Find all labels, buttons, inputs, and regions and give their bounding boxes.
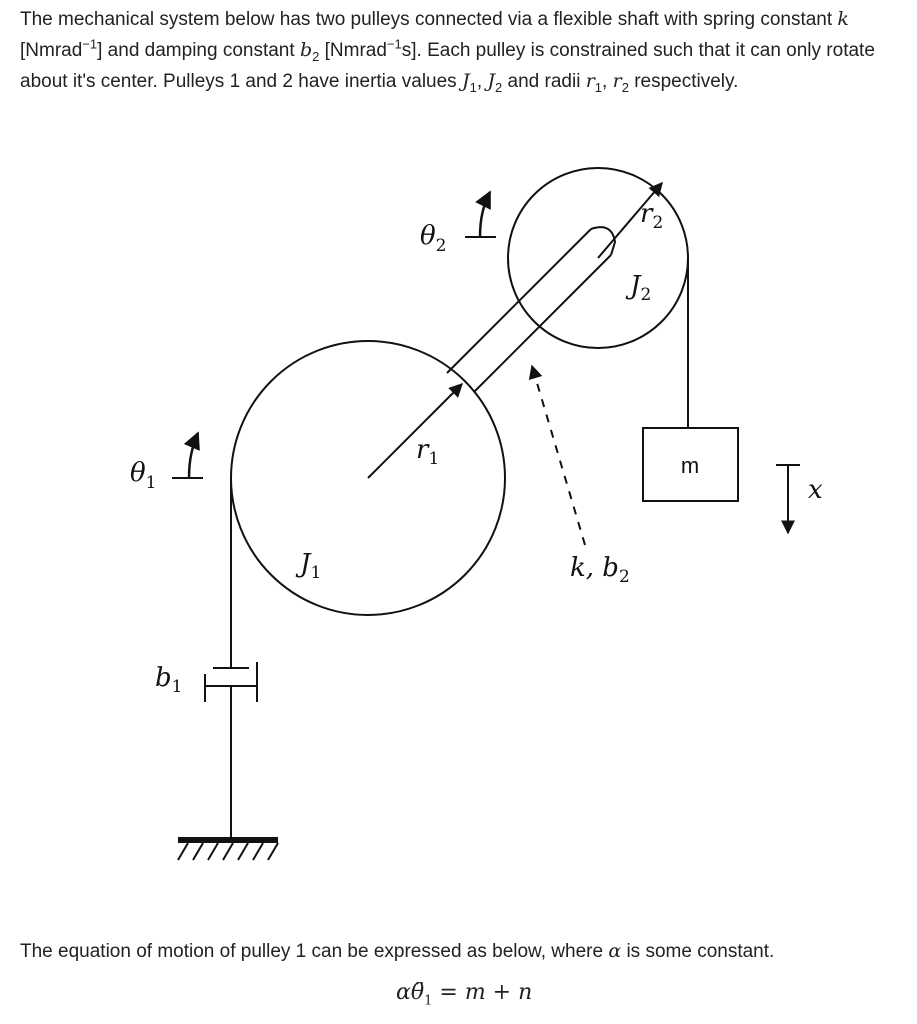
eq-equals: = xyxy=(432,980,465,1005)
inertia-2-label: J2 xyxy=(625,271,651,305)
radius-1-arrow xyxy=(367,383,463,479)
shaft-k-b2-label: k, b2 xyxy=(570,553,630,587)
footer-text-1: The equation of motion of pulley 1 can b… xyxy=(20,941,609,962)
theta-2-label: θ2 xyxy=(420,221,446,256)
intro-text-4: [Nmrad xyxy=(319,40,387,61)
radius-2-label: r2 xyxy=(640,199,663,233)
comma-1: , xyxy=(476,71,488,92)
intro-text-6: and radii xyxy=(502,71,586,92)
radius-2-arrow xyxy=(597,181,663,259)
damper-b1 xyxy=(204,662,258,840)
flexible-shaft xyxy=(446,226,617,393)
inertia-symbol-2: J xyxy=(487,70,496,92)
mass-block xyxy=(642,427,739,502)
eq-theta-subscript: 1 xyxy=(424,993,433,1009)
inertia-symbol-1: J xyxy=(461,70,470,92)
theta-1-label: θ1 xyxy=(130,458,156,493)
inertia-subscript-1: 1 xyxy=(469,79,477,95)
theta-2-rotation-arrow xyxy=(465,190,496,238)
intro-text-5: s]. Each pulley is constrained such that… xyxy=(20,40,875,92)
intro-text-3: ] and damping constant xyxy=(97,40,300,61)
radius-1-label: r1 xyxy=(416,435,439,469)
radius-symbol-1: r xyxy=(585,70,595,92)
radius-subscript-1: 1 xyxy=(594,79,603,95)
shaft-pointer-arrow xyxy=(528,364,586,546)
pulley-system-diagram: m x θ1 θ2 r1 r2 J1 J2 k xyxy=(130,167,823,861)
radius-symbol-2: r xyxy=(612,70,622,92)
footer-text-2: is some constant. xyxy=(621,941,775,962)
eq-theta-ddot: θ̈ xyxy=(410,980,425,1005)
problem-statement: The mechanical system below has two pull… xyxy=(20,4,900,97)
radius-subscript-2: 2 xyxy=(621,79,629,95)
inertia-subscript-2: 2 xyxy=(495,79,503,95)
equation-description: The equation of motion of pulley 1 can b… xyxy=(20,936,774,967)
eq-alpha: α xyxy=(396,980,411,1005)
theta-1-rotation-arrow xyxy=(172,431,203,479)
intro-text-1: The mechanical system below has two pull… xyxy=(20,9,838,30)
comma-2: , xyxy=(602,71,613,92)
damper-b1-label: b1 xyxy=(155,663,182,697)
x-label: x xyxy=(808,475,823,505)
eq-n: n xyxy=(518,980,533,1005)
inertia-1-label: J1 xyxy=(295,549,321,583)
exponent-1: −1 xyxy=(82,36,98,52)
eq-m: m xyxy=(464,980,486,1005)
damping-subscript: 2 xyxy=(312,48,320,64)
spring-constant-symbol: k xyxy=(837,8,849,30)
intro-text-7: respectively. xyxy=(628,71,739,92)
damping-symbol: b xyxy=(299,39,313,61)
exponent-2: −1 xyxy=(386,36,402,52)
mass-label: m xyxy=(681,453,699,478)
equation-of-motion: αθ̈1 = m + n xyxy=(396,980,533,1009)
eq-plus: + xyxy=(485,980,519,1005)
ground-anchor xyxy=(177,837,279,861)
intro-text-2: [Nmrad xyxy=(20,40,83,61)
x-displacement-arrow xyxy=(776,464,800,535)
alpha-symbol: α xyxy=(608,940,622,962)
